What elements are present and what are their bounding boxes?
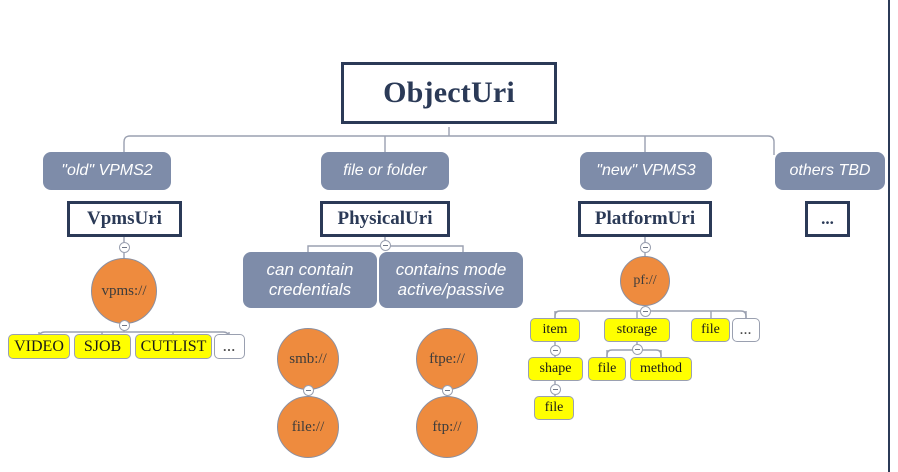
- node-ftp-scheme[interactable]: ftp://: [416, 396, 478, 458]
- leaf-label: file: [701, 322, 720, 337]
- callout-line: others TBD: [789, 161, 871, 179]
- leaf-label: method: [640, 361, 682, 376]
- collapse-toggle-pf[interactable]: [640, 306, 651, 317]
- leaf-video[interactable]: VIDEO: [8, 334, 70, 359]
- callout-line: "old" VPMS2: [61, 161, 153, 179]
- collapse-toggle-platformuri[interactable]: [640, 242, 651, 253]
- leaf-more-vpms[interactable]: ...: [214, 334, 245, 359]
- node-label: ...: [821, 209, 834, 228]
- node-label: smb://: [289, 350, 327, 367]
- node-label: pf://: [633, 273, 657, 288]
- collapse-toggle-storage[interactable]: [632, 344, 643, 355]
- collapse-toggle-item[interactable]: [550, 345, 561, 356]
- callout-others-tbd: others TBD: [775, 152, 885, 190]
- leaf-label: ...: [223, 338, 236, 354]
- leaf-label: SJOB: [83, 337, 122, 355]
- node-label: vpms://: [101, 282, 147, 299]
- leaf-shape[interactable]: shape: [528, 357, 583, 381]
- node-smb-scheme[interactable]: smb://: [277, 328, 339, 390]
- node-label: file://: [291, 418, 325, 435]
- collapse-toggle-physicaluri[interactable]: [380, 240, 391, 251]
- leaf-label: shape: [539, 361, 572, 376]
- leaf-file-storage[interactable]: file: [588, 357, 626, 381]
- callout-line: "new" VPMS3: [596, 161, 696, 179]
- node-pf-scheme[interactable]: pf://: [620, 256, 670, 306]
- collapse-toggle-ftpe[interactable]: [442, 385, 453, 396]
- leaf-file-top[interactable]: file: [691, 318, 730, 342]
- node-vpms-scheme[interactable]: vpms://: [91, 258, 157, 324]
- leaf-sjob[interactable]: SJOB: [74, 334, 131, 359]
- callout-contains-mode: contains mode active/passive: [379, 252, 523, 308]
- callout-line: can contain: [266, 259, 354, 279]
- collapse-toggle-smb[interactable]: [303, 385, 314, 396]
- collapse-toggle-vpmsuri[interactable]: [119, 242, 130, 253]
- leaf-label: CUTLIST: [140, 337, 207, 355]
- node-physicaluri[interactable]: PhysicalUri: [320, 201, 450, 237]
- leaf-label: item: [542, 322, 568, 337]
- node-others-placeholder[interactable]: ...: [805, 201, 850, 237]
- node-label: ObjectUri: [383, 76, 515, 109]
- callout-new-vpms3: "new" VPMS3: [580, 152, 712, 190]
- node-platformuri[interactable]: PlatformUri: [578, 201, 712, 237]
- leaf-label: file: [544, 400, 564, 415]
- node-label: PhysicalUri: [337, 208, 433, 229]
- node-vpmsuri[interactable]: VpmsUri: [67, 201, 182, 237]
- leaf-method[interactable]: method: [630, 357, 692, 381]
- node-objecturi[interactable]: ObjectUri: [341, 62, 557, 124]
- node-label: PlatformUri: [594, 208, 696, 229]
- callout-old-vpms2: "old" VPMS2: [43, 152, 171, 190]
- callout-file-or-folder: file or folder: [321, 152, 449, 190]
- leaf-storage[interactable]: storage: [604, 318, 670, 342]
- callout-can-contain-credentials: can contain credentials: [243, 252, 377, 308]
- leaf-label: file: [597, 361, 617, 376]
- collapse-toggle-vpms-scheme[interactable]: [119, 320, 130, 331]
- leaf-label: storage: [616, 322, 658, 337]
- leaf-cutlist[interactable]: CUTLIST: [135, 334, 212, 359]
- leaf-item[interactable]: item: [530, 318, 580, 342]
- node-label: ftpe://: [429, 350, 465, 367]
- leaf-more-pf[interactable]: ...: [732, 318, 760, 342]
- node-ftpe-scheme[interactable]: ftpe://: [416, 328, 478, 390]
- callout-line: file or folder: [343, 161, 427, 179]
- callout-line: credentials: [268, 280, 352, 299]
- leaf-label: VIDEO: [14, 337, 64, 355]
- panel-right-border: [888, 0, 890, 472]
- leaf-label: ...: [740, 322, 752, 337]
- leaf-file-shape[interactable]: file: [534, 396, 574, 420]
- collapse-toggle-shape[interactable]: [550, 384, 561, 395]
- node-label: VpmsUri: [87, 208, 162, 229]
- node-label: ftp://: [432, 418, 462, 435]
- callout-line: contains mode: [395, 259, 507, 279]
- callout-line: active/passive: [397, 280, 505, 299]
- node-file-scheme[interactable]: file://: [277, 396, 339, 458]
